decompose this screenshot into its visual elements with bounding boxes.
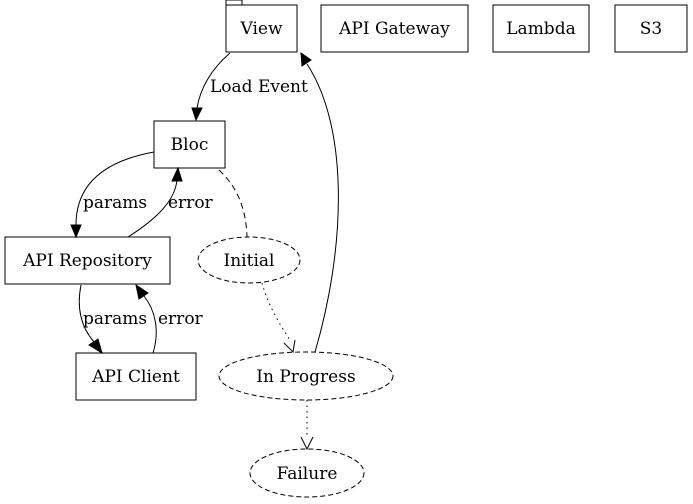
edge-repository-to-client-arrow — [88, 338, 103, 355]
edge-view-to-bloc-label: Load Event — [210, 77, 308, 97]
edge-bloc-to-repository-label: params — [83, 193, 147, 213]
in-progress-label: In Progress — [256, 367, 355, 387]
api-repository-box — [4, 236, 171, 285]
edge-client-to-repository-label: error — [158, 309, 204, 329]
edge-repository-to-bloc-line — [127, 179, 178, 238]
lambda-box — [492, 4, 590, 53]
edge-client-to-repository-line — [143, 295, 157, 354]
edge-in-progress-to-view-line — [306, 63, 339, 353]
edge-view-to-bloc-arrow — [191, 107, 203, 122]
api-client-box — [75, 352, 197, 401]
edge-client-to-repository: error — [135, 283, 204, 354]
s3-label: S3 — [640, 19, 662, 39]
edge-bloc-to-repository-arrow — [70, 224, 82, 239]
view-box — [225, 4, 298, 53]
edge-client-to-repository-arrow — [135, 283, 149, 300]
node-api-gateway[interactable]: API Gateway — [320, 4, 469, 53]
edge-repository-to-bloc-arrow — [171, 166, 183, 182]
edge-repository-to-bloc-label: error — [168, 193, 214, 213]
edge-bloc-to-initial — [218, 169, 248, 238]
lambda-label: Lambda — [506, 19, 575, 39]
edge-initial-to-in-progress-line — [261, 282, 291, 341]
edge-view-to-bloc-line — [196, 52, 231, 109]
node-in-progress[interactable]: In Progress — [218, 351, 394, 401]
edge-initial-to-in-progress — [261, 282, 296, 354]
edge-bloc-to-repository-line — [75, 151, 155, 226]
bloc-label: Bloc — [171, 135, 209, 155]
initial-ellipse — [197, 236, 301, 284]
failure-ellipse — [249, 448, 365, 498]
node-lambda[interactable]: Lambda — [492, 4, 590, 53]
edge-in-progress-to-failure — [300, 400, 314, 451]
edge-view-to-bloc: Load Event — [191, 52, 308, 122]
edge-in-progress-to-failure-arrow — [300, 436, 314, 451]
in-progress-ellipse — [218, 351, 394, 401]
edge-repository-to-bloc: error — [127, 166, 214, 238]
bloc-box — [153, 120, 226, 169]
view-label: View — [239, 19, 282, 39]
edge-repository-to-client-line — [78, 284, 95, 343]
api-gateway-box — [320, 4, 469, 53]
view-tab — [225, 0, 243, 6]
node-api-client[interactable]: API Client — [75, 352, 197, 401]
initial-label: Initial — [224, 251, 275, 271]
api-client-label: API Client — [91, 367, 180, 387]
s3-box — [614, 4, 688, 53]
node-bloc[interactable]: Bloc — [153, 120, 226, 169]
api-gateway-label: API Gateway — [338, 19, 450, 39]
api-repository-label: API Repository — [22, 251, 152, 271]
node-failure[interactable]: Failure — [249, 448, 365, 498]
edge-repository-to-client: params — [78, 284, 147, 355]
edge-bloc-to-initial-line — [218, 169, 248, 238]
node-initial[interactable]: Initial — [197, 236, 301, 284]
node-view[interactable]: View — [225, 0, 298, 53]
edge-in-progress-to-view — [300, 51, 339, 353]
edge-bloc-to-repository: params — [70, 151, 155, 239]
edge-initial-to-in-progress-arrow — [283, 339, 296, 354]
edge-repository-to-client-label: params — [83, 309, 147, 329]
node-api-repository[interactable]: API Repository — [4, 236, 171, 285]
node-s3[interactable]: S3 — [614, 4, 688, 53]
failure-label: Failure — [277, 464, 338, 484]
edge-in-progress-to-view-arrow — [300, 51, 312, 67]
